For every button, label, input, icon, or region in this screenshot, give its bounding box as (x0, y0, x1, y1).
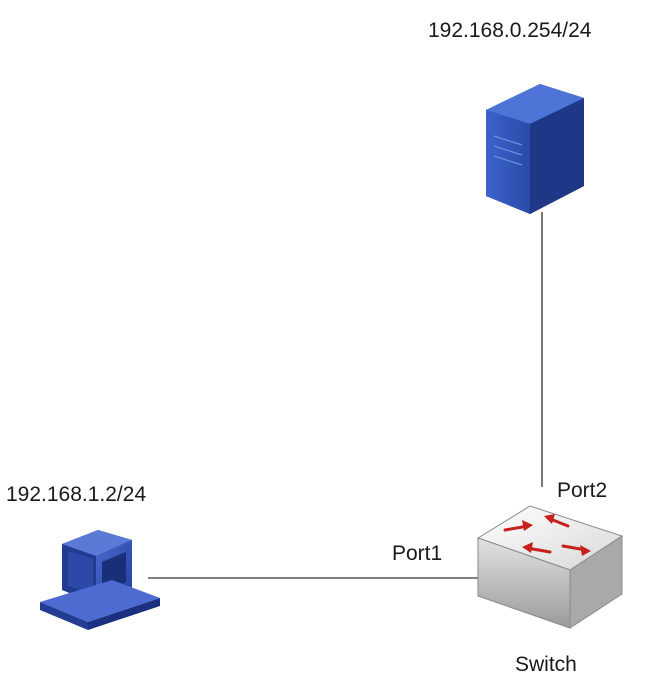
computer-icon (40, 530, 160, 630)
switch-icon (476, 505, 624, 629)
switch-arrows (503, 514, 591, 556)
pc-ip-label: 192.168.1.2/24 (6, 483, 147, 506)
switch-label: Switch (515, 653, 577, 676)
server-icon (486, 84, 584, 214)
port2-label: Port2 (557, 479, 608, 502)
port1-label: Port1 (392, 542, 443, 565)
server-ip-label: 192.168.0.254/24 (428, 19, 592, 42)
